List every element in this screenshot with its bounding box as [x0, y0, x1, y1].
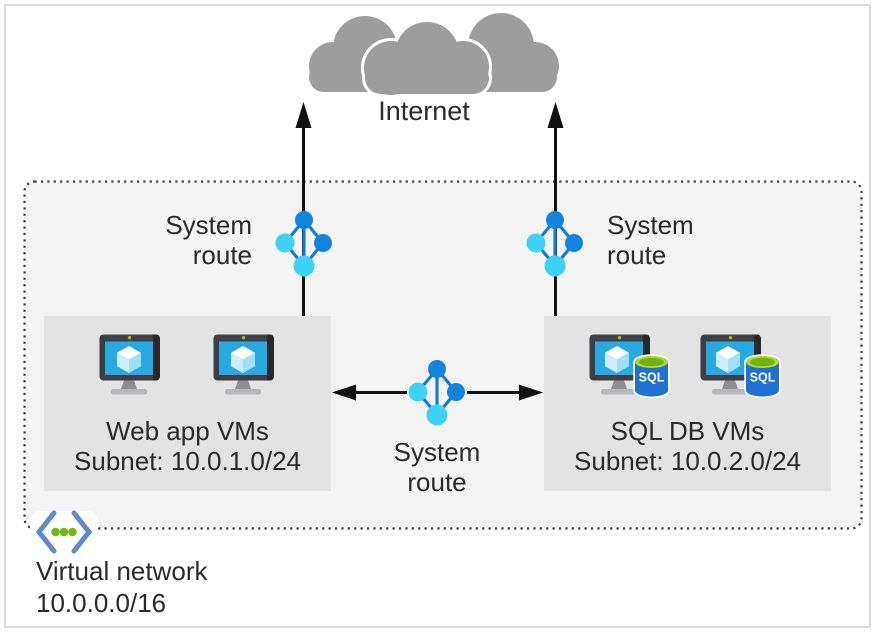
virtual-network-icon	[36, 510, 92, 554]
system-route-label-right: System route	[607, 210, 694, 270]
web-subnet-title: Web app VMs	[106, 416, 269, 446]
sql-subnet-label: SQL DB VMs Subnet: 10.0.2.0/24	[544, 416, 831, 476]
sql-vm-icons: SQL SQL	[544, 333, 831, 399]
web-vm-icons	[44, 333, 331, 397]
vm-icon	[213, 334, 274, 395]
sql-subnet-cidr: Subnet: 10.0.2.0/24	[574, 446, 801, 476]
internet-label: Internet	[378, 96, 470, 126]
virtual-network-label: Virtual network	[36, 556, 208, 586]
vm-icon	[99, 334, 160, 395]
system-route-icon-left	[275, 211, 332, 277]
system-route-icon-center	[408, 360, 465, 426]
virtual-network-cidr: 10.0.0.0/16	[36, 588, 167, 618]
sql-subnet-title: SQL DB VMs	[610, 416, 765, 446]
sql-vm-icon: SQL	[589, 334, 670, 399]
web-subnet-box: Web app VMs Subnet: 10.0.1.0/24	[44, 316, 331, 491]
sql-subnet-box: SQL SQL SQL DB VMs Subnet: 10.0.2.0/24	[544, 316, 831, 491]
system-route-icon-right	[526, 211, 583, 277]
sql-vm-icon: SQL	[700, 334, 781, 399]
sql-badge: SQL	[750, 371, 776, 385]
web-subnet-cidr: Subnet: 10.0.1.0/24	[74, 446, 301, 476]
sql-badge: SQL	[639, 371, 665, 385]
system-route-label-center: System route	[393, 437, 481, 497]
system-route-label-left: System route	[165, 210, 252, 270]
web-subnet-label: Web app VMs Subnet: 10.0.1.0/24	[44, 416, 331, 476]
internet-cloud-icon	[309, 13, 559, 96]
